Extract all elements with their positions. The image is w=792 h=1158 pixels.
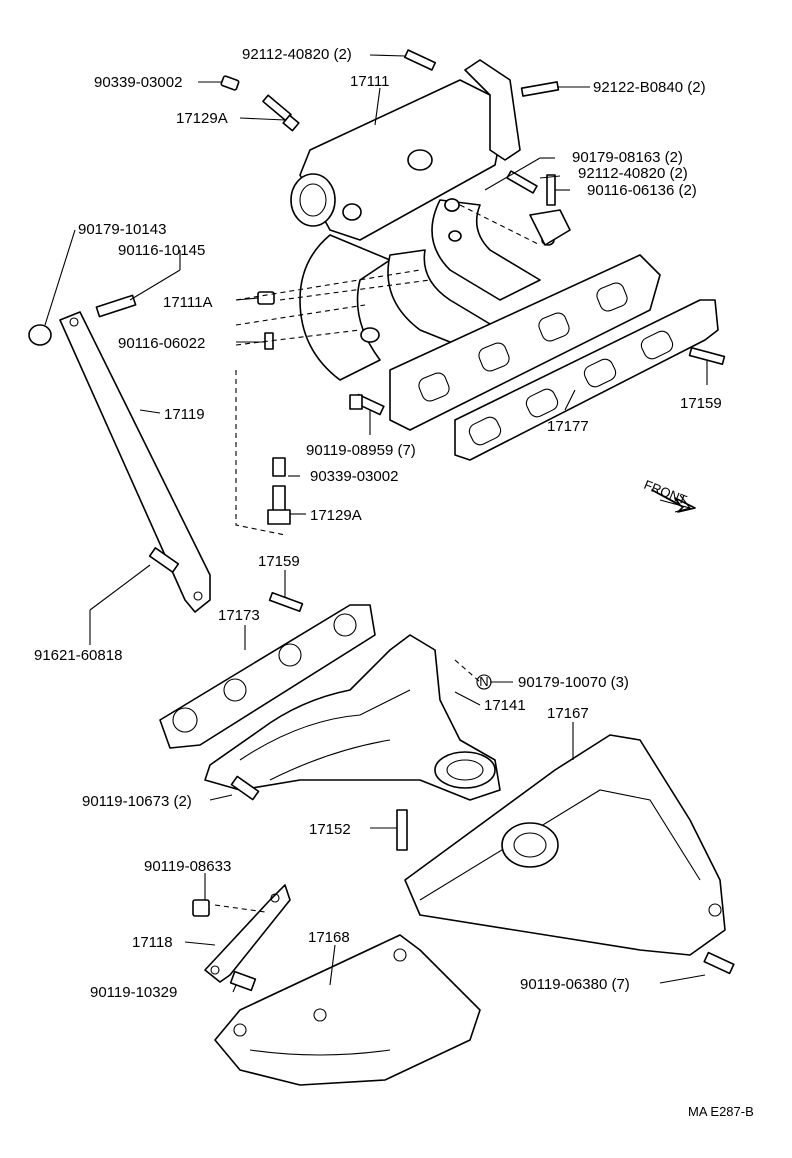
label-17111a: 17111A (163, 294, 213, 311)
label-17177: 17177 (547, 418, 589, 435)
label-90116-10145: 90116-10145 (118, 242, 205, 259)
n-marker-text: N (479, 674, 488, 689)
front-arrow (651, 489, 696, 513)
manifold-stay-17119 (59, 311, 211, 613)
label-17119: 17119 (164, 406, 205, 423)
label-front: FRONT (642, 477, 689, 508)
label-92122: 92122-B0840 (2) (593, 79, 706, 96)
label-92112-top: 92112-40820 (2) (242, 46, 352, 63)
label-17168: 17168 (308, 929, 350, 946)
intake-manifold-17111 (290, 59, 661, 431)
label-17159-right: 17159 (680, 395, 722, 412)
label-92112-mid: 92112-40820 (2) (578, 165, 688, 182)
label-90179-10143: 90179-10143 (78, 221, 166, 238)
label-90119-08959: 90119-08959 (7) (306, 442, 416, 459)
gasket-17177 (454, 299, 719, 461)
label-17118: 17118 (132, 934, 173, 951)
label-17173: 17173 (218, 607, 260, 624)
label-90119-08633: 90119-08633 (144, 858, 231, 875)
label-17129a-top: 17129A (176, 110, 228, 127)
reference-code: MA E287-B (688, 1104, 754, 1119)
label-90179-08163: 90179-08163 (2) (572, 149, 683, 166)
bracket-17118 (204, 884, 291, 983)
label-90339-mid: 90339-03002 (310, 468, 398, 485)
label-91621: 91621-60818 (34, 647, 122, 664)
label-17111: 17111 (350, 73, 390, 90)
label-90119-10673: 90119-10673 (2) (82, 793, 192, 810)
heat-insulator-17167 (404, 734, 726, 956)
label-90119-06380: 90119-06380 (7) (520, 976, 630, 993)
heat-insulator-17168 (214, 934, 481, 1086)
label-17141: 17141 (484, 697, 526, 714)
label-90119-10329: 90119-10329 (90, 984, 177, 1001)
n-marker: N (476, 674, 492, 690)
label-90339-top: 90339-03002 (94, 74, 182, 91)
leader-lines (44, 54, 708, 993)
label-17129a-mid: 17129A (310, 507, 362, 524)
label-90116-06136: 90116-06136 (2) (587, 182, 697, 199)
label-17167: 17167 (547, 705, 589, 722)
label-90179-10070: 90179-10070 (3) (518, 674, 629, 691)
exhaust-manifold-17141 (204, 634, 501, 801)
label-17159-mid: 17159 (258, 553, 300, 570)
fasteners (28, 49, 735, 992)
label-17152: 17152 (309, 821, 351, 838)
gasket-17173 (159, 604, 376, 749)
label-90116-06022: 90116-06022 (118, 335, 205, 352)
